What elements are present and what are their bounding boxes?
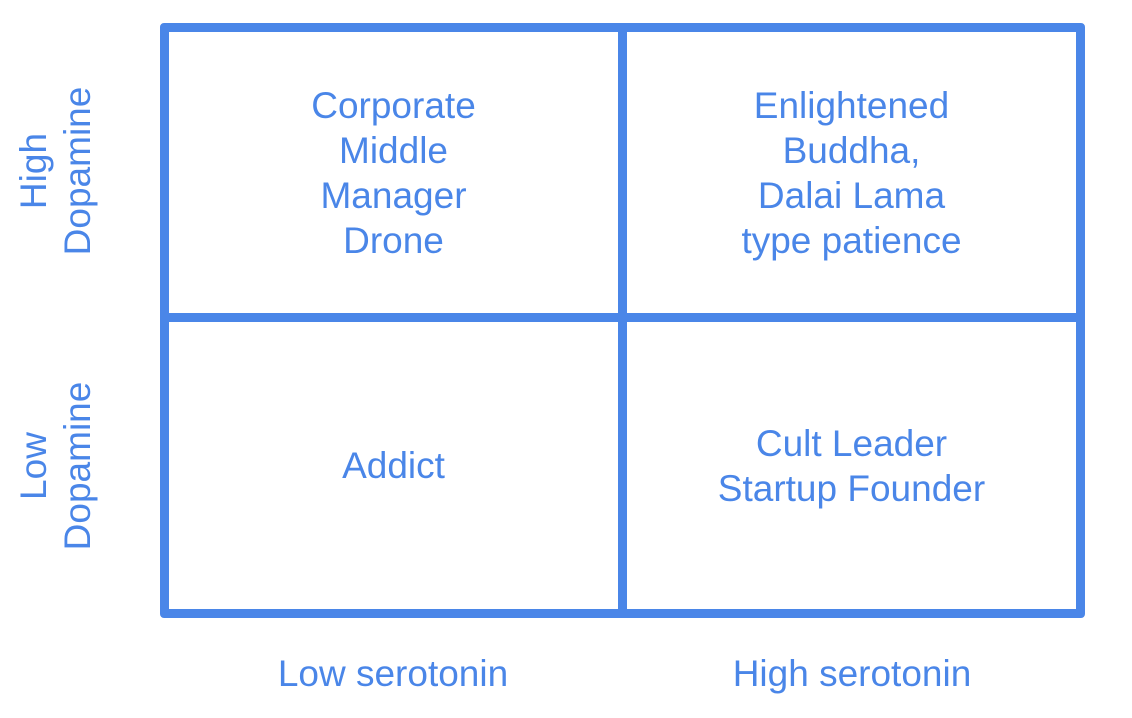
x-axis-label-high-serotonin: High serotonin	[732, 653, 972, 694]
matrix-outer-frame	[160, 23, 1085, 618]
quadrant-bottom-left: Addict	[169, 322, 618, 609]
y-axis-label-low-dopamine: Low Dopamine	[13, 381, 98, 551]
quadrant-top-right: Enlightened Buddha, Dalai Lama type pati…	[627, 32, 1076, 313]
y-axis-label-high-dopamine: High Dopamine	[13, 86, 98, 256]
quadrant-bottom-right-label: Cult Leader Startup Founder	[717, 422, 986, 509]
quadrant-bottom-right: Cult Leader Startup Founder	[627, 322, 1076, 609]
matrix-horizontal-divider	[165, 313, 1080, 322]
x-axis-label-low-serotonin: Low serotonin	[277, 653, 509, 694]
quadrant-top-left-label: Corporate Middle Manager Drone	[311, 84, 476, 261]
quadrant-top-left: Corporate Middle Manager Drone	[169, 32, 618, 313]
quadrant-top-right-label: Enlightened Buddha, Dalai Lama type pati…	[741, 84, 962, 261]
quadrant-bottom-left-label: Addict	[342, 445, 445, 486]
